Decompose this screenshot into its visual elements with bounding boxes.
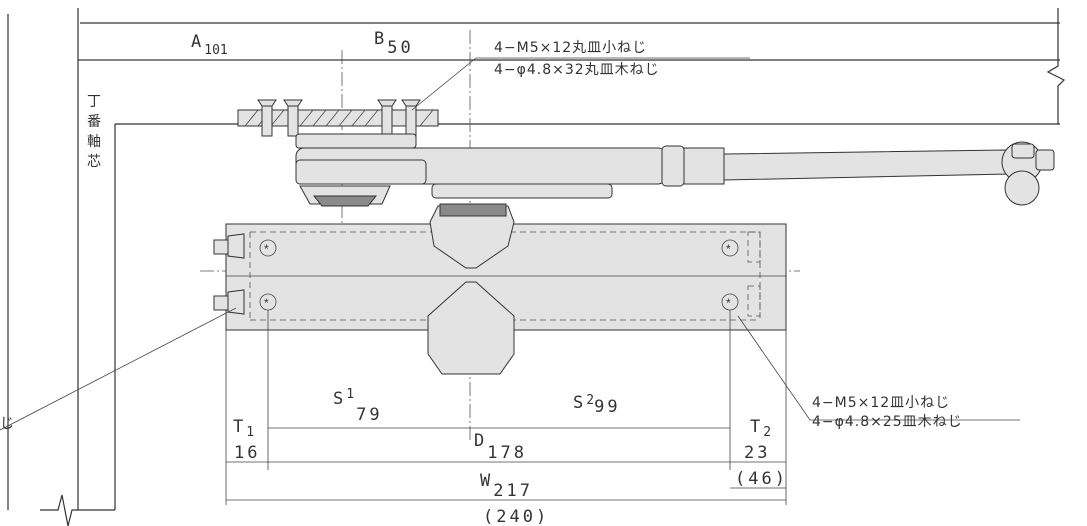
closer-body <box>225 203 787 375</box>
hinge-axis-label: 丁番軸芯 <box>86 92 102 172</box>
leader-lines <box>0 57 1020 431</box>
dim-t1-label: T1 <box>233 417 254 440</box>
arm-assembly <box>295 133 1055 207</box>
note-bottom-line1: 4−M5×12皿小ねじ <box>812 395 950 411</box>
dim-240-label: (240) <box>483 507 549 526</box>
dimension-lines <box>80 59 786 501</box>
dimension-labels: A101 B50 S179 S299 T1 16 T2 23 D178 (46)… <box>191 29 788 526</box>
svg-text:*: * <box>726 242 731 256</box>
extension-lines <box>225 310 787 505</box>
note-left-fragment: じ <box>0 416 15 432</box>
dim-t2-value: 23 <box>744 443 770 463</box>
note-bottom-line2: 4−φ4.8×25皿木ねじ <box>812 414 963 430</box>
svg-text:*: * <box>264 242 269 256</box>
svg-text:*: * <box>264 296 269 310</box>
dim-a-label: A101 <box>191 32 228 58</box>
dim-46-label: (46) <box>735 469 788 489</box>
dim-s2-label: S299 <box>573 393 621 417</box>
dim-b-label: B50 <box>374 29 414 58</box>
note-top-line1: 4−M5×12丸皿小ねじ <box>494 40 647 56</box>
dim-t2-label: T2 <box>750 417 771 440</box>
dim-s1-label: S179 <box>333 387 383 425</box>
dim-w-label: W217 <box>480 471 533 501</box>
dim-d-label: D178 <box>474 431 527 463</box>
screw-notes: 4−M5×12丸皿小ねじ 4−φ4.8×32丸皿木ねじ 4−M5×12皿小ねじ … <box>0 40 963 432</box>
svg-text:*: * <box>726 296 731 310</box>
dim-t1-value: 16 <box>234 443 260 463</box>
note-top-line2: 4−φ4.8×32丸皿木ねじ <box>494 62 660 78</box>
